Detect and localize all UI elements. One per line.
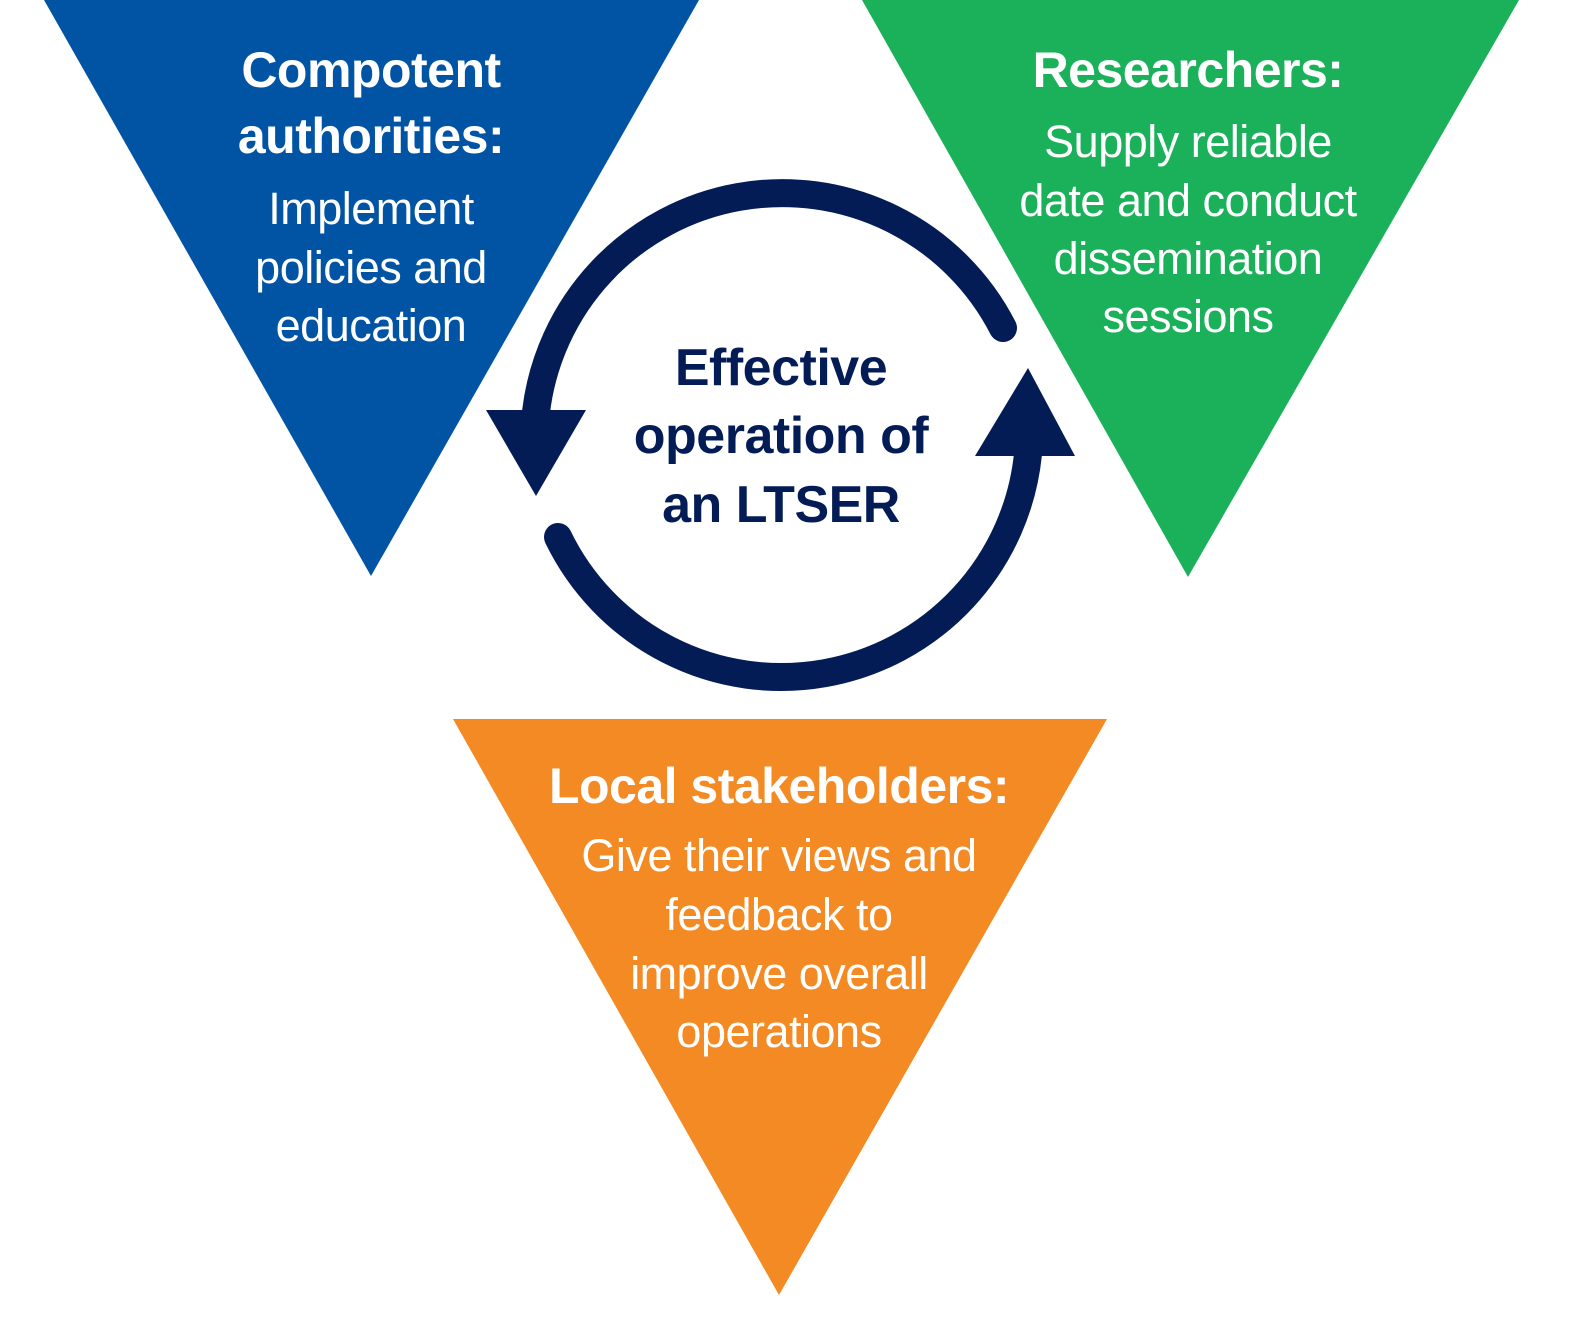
stakeholders-group: Local stakeholders: Give their views and… <box>453 719 1107 1295</box>
researchers-triangle <box>862 0 1519 577</box>
arrowhead-down-icon <box>486 410 586 496</box>
stakeholders-body-line-2: feedback to <box>665 889 892 940</box>
stakeholders-body-line-4: operations <box>676 1006 881 1057</box>
authorities-body-line-3: education <box>276 300 467 351</box>
authorities-body-line-2: policies and <box>255 242 487 293</box>
center-label: Effective operation of an LTSER <box>634 339 930 534</box>
center-line-2: operation of <box>634 407 930 465</box>
authorities-group: Compotent authorities: Implement policie… <box>44 0 699 576</box>
stakeholders-title-line-1: Local stakeholders: <box>549 758 1009 814</box>
researchers-body-line-4: sessions <box>1102 291 1273 342</box>
researchers-body-line-1: Supply reliable <box>1044 116 1332 167</box>
circular-arrows-icon <box>486 179 1075 692</box>
authorities-body-line-1: Implement <box>268 183 475 234</box>
researchers-group: Researchers: Supply reliable date and co… <box>862 0 1519 577</box>
bottom-arc <box>544 440 1042 692</box>
authorities-title-line-1: Compotent <box>241 42 501 98</box>
authorities-triangle <box>44 0 699 576</box>
authorities-title-line-2: authorities: <box>238 108 504 164</box>
stakeholders-triangle <box>453 719 1107 1295</box>
center-line-1: Effective <box>675 339 887 397</box>
researchers-title-line-1: Researchers: <box>1033 42 1344 98</box>
researchers-body-line-2: date and conduct <box>1019 175 1357 226</box>
arrowhead-up-icon <box>975 368 1075 456</box>
stakeholders-body-line-3: improve overall <box>630 948 928 999</box>
stakeholders-body-line-1: Give their views and <box>581 830 976 881</box>
top-arc <box>522 179 1017 426</box>
researchers-body-line-3: dissemination <box>1054 233 1323 284</box>
center-line-3: an LTSER <box>662 476 900 534</box>
